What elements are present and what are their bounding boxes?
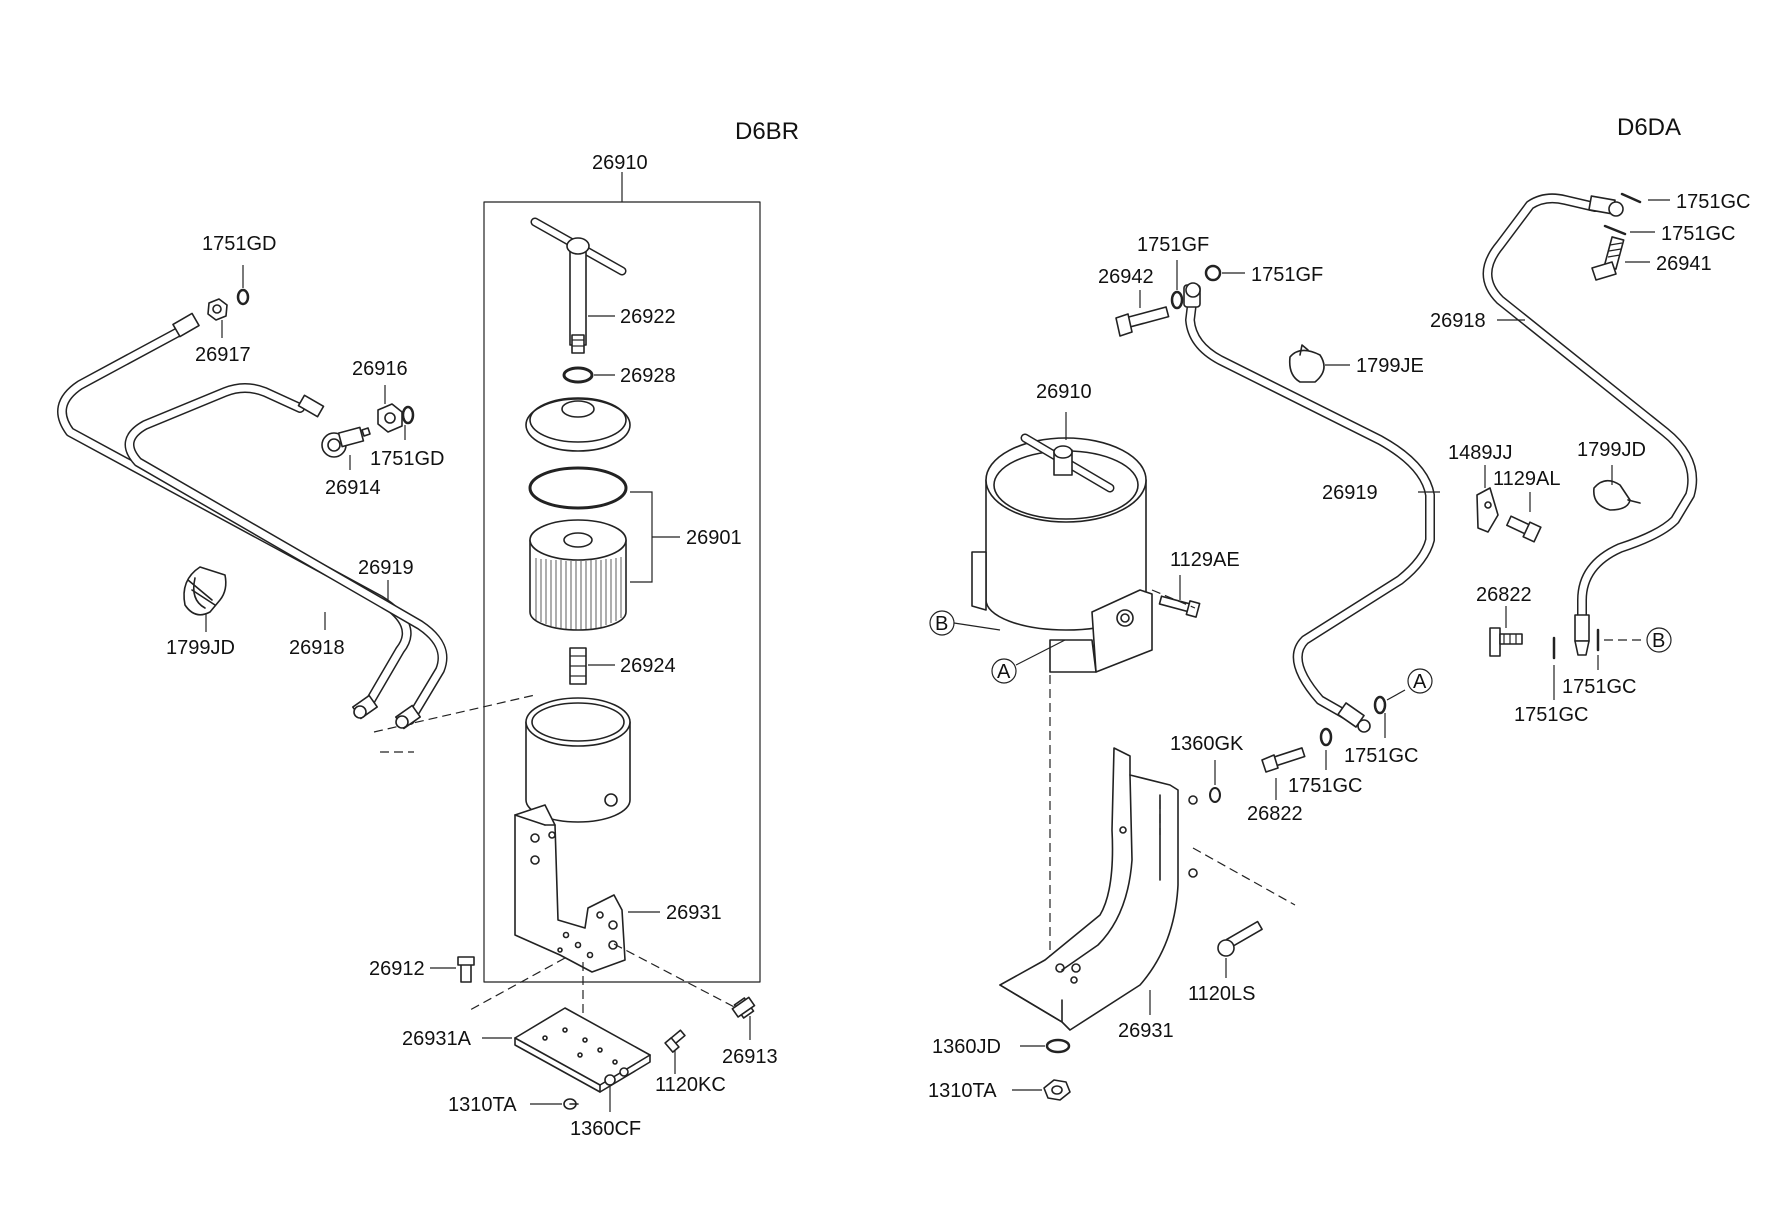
label-1360GK: 1360GK <box>1170 733 1244 755</box>
label-26822-right: 26822 <box>1476 584 1532 606</box>
nipple-icon <box>569 647 587 685</box>
label-26910-right: 26910 <box>1036 381 1092 403</box>
label-26919-right: 26919 <box>1322 482 1378 504</box>
callout-a-hose: A <box>1413 671 1427 693</box>
connector-icon <box>321 426 371 458</box>
t-handle-icon <box>530 217 627 354</box>
o-ring-icon <box>1204 264 1222 282</box>
filter-cartridge-icon <box>529 519 627 631</box>
label-1129AL: 1129AL <box>1493 468 1560 490</box>
bracket-icon <box>999 747 1198 1031</box>
label-1310TA-left: 1310TA <box>448 1094 517 1116</box>
label-1360CF: 1360CF <box>570 1118 641 1140</box>
o-ring-icon <box>236 288 250 306</box>
label-1751GD-top: 1751GD <box>202 233 277 255</box>
bracket-icon <box>514 804 626 973</box>
fuel-filter-icon <box>971 433 1153 673</box>
o-ring-icon <box>1170 290 1184 310</box>
bolt-icon <box>1158 595 1201 618</box>
bolt-icon <box>1591 236 1625 281</box>
nut-icon <box>1043 1079 1071 1101</box>
mounting-plate-icon <box>514 1007 651 1093</box>
label-26910-left: 26910 <box>592 152 648 174</box>
label-26931-left: 26931 <box>666 902 722 924</box>
label-1751GC-right2: 1751GC <box>1514 704 1589 726</box>
washer-icon <box>1319 727 1333 747</box>
label-26931A: 26931A <box>402 1028 472 1050</box>
callout-a-filter: A <box>997 661 1011 683</box>
clip-bracket-icon <box>1476 487 1499 533</box>
label-26941: 26941 <box>1656 253 1712 275</box>
label-26918-left: 26918 <box>289 637 345 659</box>
nut-icon <box>563 1098 579 1110</box>
label-26914: 26914 <box>325 477 381 499</box>
hose-26919-right-icon <box>1185 290 1435 725</box>
label-26912: 26912 <box>369 958 425 980</box>
label-1799JD-right: 1799JD <box>1577 439 1646 461</box>
hose-fitting-icon <box>1183 282 1371 733</box>
label-1751GC-top1: 1751GC <box>1676 191 1751 213</box>
clamp-icon <box>1593 479 1641 511</box>
nut-icon <box>377 403 403 433</box>
label-1751GF-top: 1751GF <box>1137 234 1209 256</box>
hose-fitting-icon <box>172 312 422 730</box>
callout-b-hose: B <box>1652 630 1665 652</box>
label-1360JD: 1360JD <box>932 1036 1001 1058</box>
washer-icon <box>604 1074 616 1086</box>
bolt-icon <box>1489 627 1523 657</box>
label-1129AE: 1129AE <box>1170 549 1240 571</box>
nut-icon <box>207 298 228 321</box>
label-1120KC: 1120KC <box>655 1074 726 1096</box>
washer-icon <box>1209 787 1221 803</box>
bolt-icon <box>1506 515 1542 543</box>
label-26919-left: 26919 <box>358 557 414 579</box>
label-26928: 26928 <box>620 365 676 387</box>
clamp-icon <box>1288 344 1325 383</box>
bolt-icon <box>1217 920 1263 957</box>
bolt-icon <box>1115 306 1170 337</box>
label-26917: 26917 <box>195 344 251 366</box>
label-1489JJ: 1489JJ <box>1448 442 1513 464</box>
label-26922: 26922 <box>620 306 676 328</box>
label-1799JD-left: 1799JD <box>166 637 235 659</box>
o-ring-icon <box>562 366 594 384</box>
label-1751GC-hose-end: 1751GC <box>1344 745 1419 767</box>
bolt-icon <box>1261 747 1306 773</box>
label-26913: 26913 <box>722 1046 778 1068</box>
filter-lid-icon <box>525 397 631 452</box>
filter-bowl-icon <box>525 697 631 823</box>
label-1751GC-top2: 1751GC <box>1661 223 1736 245</box>
section-title-d6da: D6DA <box>1617 114 1681 141</box>
gasket-ring-icon <box>528 466 628 510</box>
bolt-icon <box>457 956 475 983</box>
label-26916: 26916 <box>352 358 408 380</box>
hose-26918-right-icon <box>1482 193 1698 625</box>
label-26918-right: 26918 <box>1430 310 1486 332</box>
label-1751GC-right1: 1751GC <box>1562 676 1637 698</box>
bolt-icon <box>731 996 756 1019</box>
label-26822-mid: 26822 <box>1247 803 1303 825</box>
hose-26919-icon <box>124 383 448 725</box>
label-26901: 26901 <box>686 527 742 549</box>
clamp-icon <box>183 566 227 616</box>
label-1799JE: 1799JE <box>1356 355 1424 377</box>
label-1120LS: 1120LS <box>1188 983 1255 1005</box>
label-26924: 26924 <box>620 655 676 677</box>
bolt-icon <box>664 1029 686 1053</box>
label-26931-right: 26931 <box>1118 1020 1174 1042</box>
hose-fitting-icon <box>1574 195 1624 656</box>
label-1751GC-mid: 1751GC <box>1288 775 1363 797</box>
label-1310TA-right: 1310TA <box>928 1080 997 1102</box>
label-1751GF-side: 1751GF <box>1251 264 1323 286</box>
section-title-d6br: D6BR <box>735 118 799 145</box>
label-26942: 26942 <box>1098 266 1154 288</box>
label-1751GD-second: 1751GD <box>370 448 445 470</box>
washer-icon <box>1045 1038 1071 1054</box>
callout-b-filter: B <box>935 613 948 635</box>
o-ring-icon <box>401 405 415 425</box>
